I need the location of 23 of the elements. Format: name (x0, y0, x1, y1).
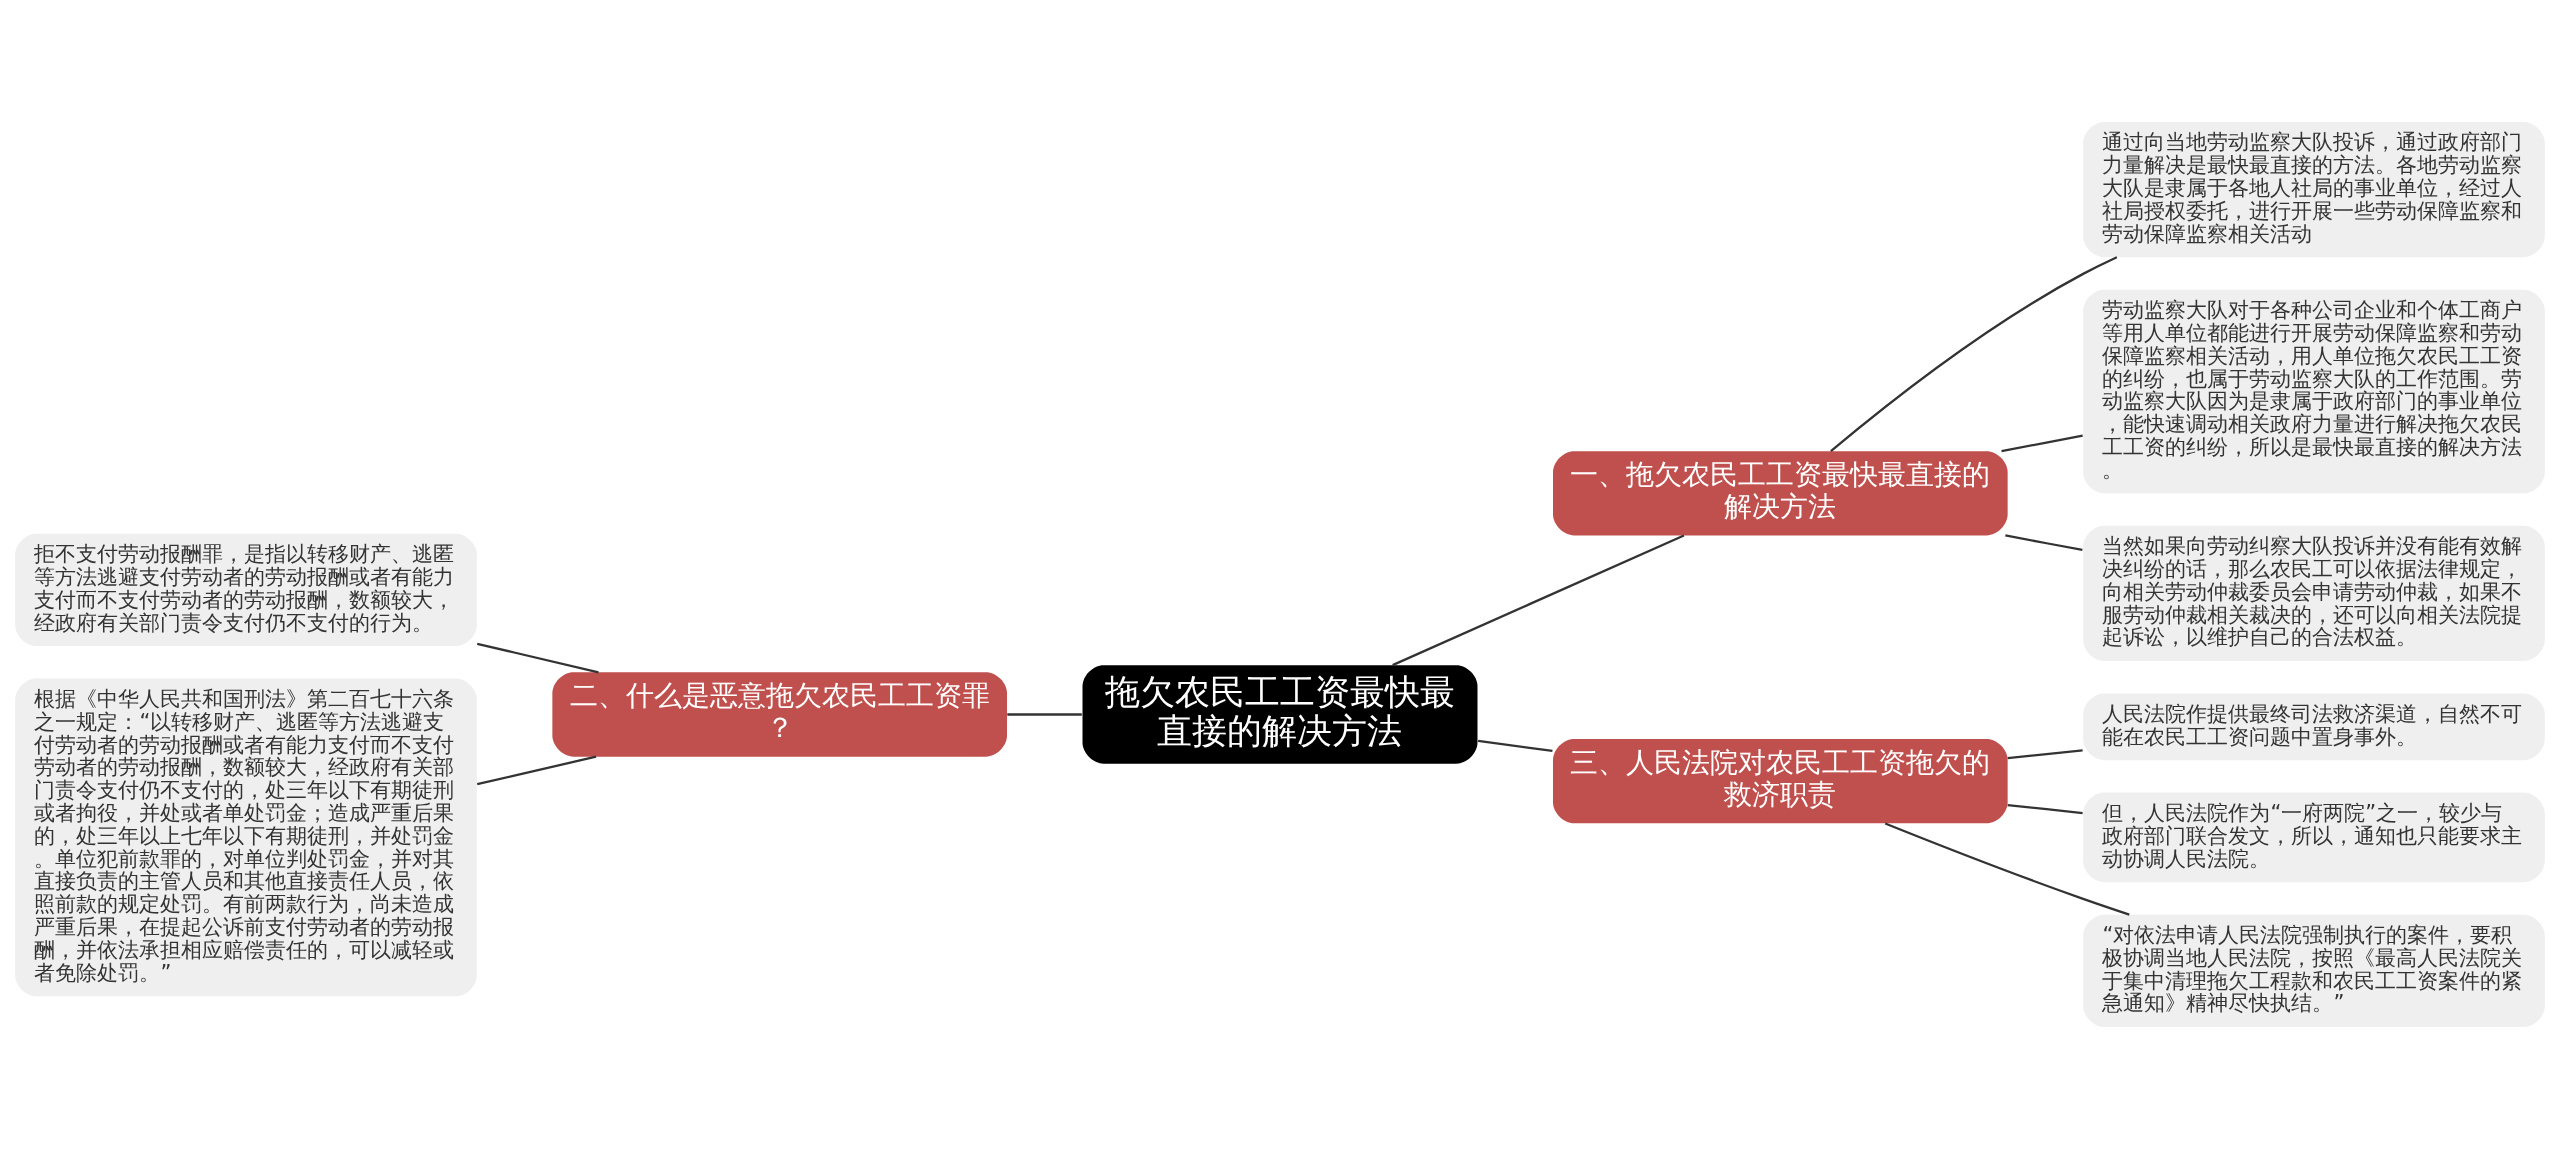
node-box: 拖欠农民工工资最快最直接的解决方法 (1082, 665, 1478, 764)
node-box: 拒不支付劳动报酬罪，是指以转移财产、逃匿等方法逃避支付劳动者的劳动报酬或者有能力支付而不支付劳动者的劳动报酬，数额较大，经政府有关部门责令支付仍不支付的行为。 (15, 533, 477, 647)
node-box: 三、人民法院对农民工工资拖欠的救济职责 (1553, 739, 2008, 824)
node-box: 通过向当地劳动监察大队投诉，通过政府部门力量解决是最快最直接的方法。各地劳动监察大队是隶属于各地人社局的事业单位，经过人社局授权委托，进行开展一些劳动保障监察和劳动保障监察相关活动 (2083, 122, 2545, 258)
connector (2007, 804, 2083, 815)
connector (2007, 749, 2083, 760)
connector (2005, 534, 2083, 552)
node-box: 二、什么是恶意拖欠农民工工资罪？ (552, 672, 1007, 757)
node-box: 当然如果向劳动纠察大队投诉并没有能有效解决纠纷的话，那么农民工可以依据法律规定，向相关劳动仲裁委员会申请劳动仲裁，如果不服劳动仲裁相关裁决的，还可以向相关法院提起诉讼，以维护自己的合法权益。 (2083, 525, 2545, 661)
node-box: 根据《中华人民共和国刑法》第二百七十六条之一规定：“以转移财产、逃匿等方法逃避支付劳动者的劳动报酬或者有能力支付而不支付劳动者的劳动报酬，数额较大，经政府有关部门责令支付仍不支付的，处三年以下有期徒刑或者拘役，并处或者单处罚金；造成严重后果的，处三年以上七年以下有期徒刑，并处罚金。单位犯前款罪的，对单位判处罚金，并对其直接负责的主管人员和其他直接责任人员，依照前款的规定处罚。有前两款行为，尚未造成严重后果，在提起公诉前支付劳动者的劳动报酬，并依法承担相应赔偿责任的，可以减轻或者免除处罚。” (15, 678, 477, 997)
connector (476, 642, 599, 674)
node-box: 人民法院作提供最终司法救济渠道，自然不可能在农民工工资问题中置身事外。 (2083, 693, 2545, 761)
connector (1884, 822, 2130, 916)
connector (476, 755, 597, 786)
node-box: 一、拖欠农民工工资最快最直接的解决方法 (1553, 451, 2008, 536)
connector (1830, 256, 2118, 452)
connector (2001, 434, 2083, 453)
connector (1477, 739, 1553, 752)
node-box: 但，人民法院作为“一府两院”之一，较少与政府部门联合发文，所以，通知也只能要求主动协调人民法院。 (2083, 792, 2545, 883)
connector (1007, 713, 1082, 716)
node-box: 劳动监察大队对于各种公司企业和个体工商户等用人单位都能进行开展劳动保障监察和劳动保障监察相关活动，用人单位拖欠农民工工资的纠纷，也属于劳动监察大队的工作范围。劳动监察大队因为是隶属于政府部门的事业单位，能快速调动相关政府力量进行解决拖欠农民工工资的纠纷，所以是最快最直接的解决方法。 (2083, 289, 2545, 494)
connector (1392, 534, 1685, 667)
node-box: “对依法申请人民法院强制执行的案件，要积极协调当地人民法院，按照《最高人民法院关于集中清理拖欠工程款和农民工工资案件的紧急通知》精神尽快执结。” (2083, 914, 2545, 1027)
